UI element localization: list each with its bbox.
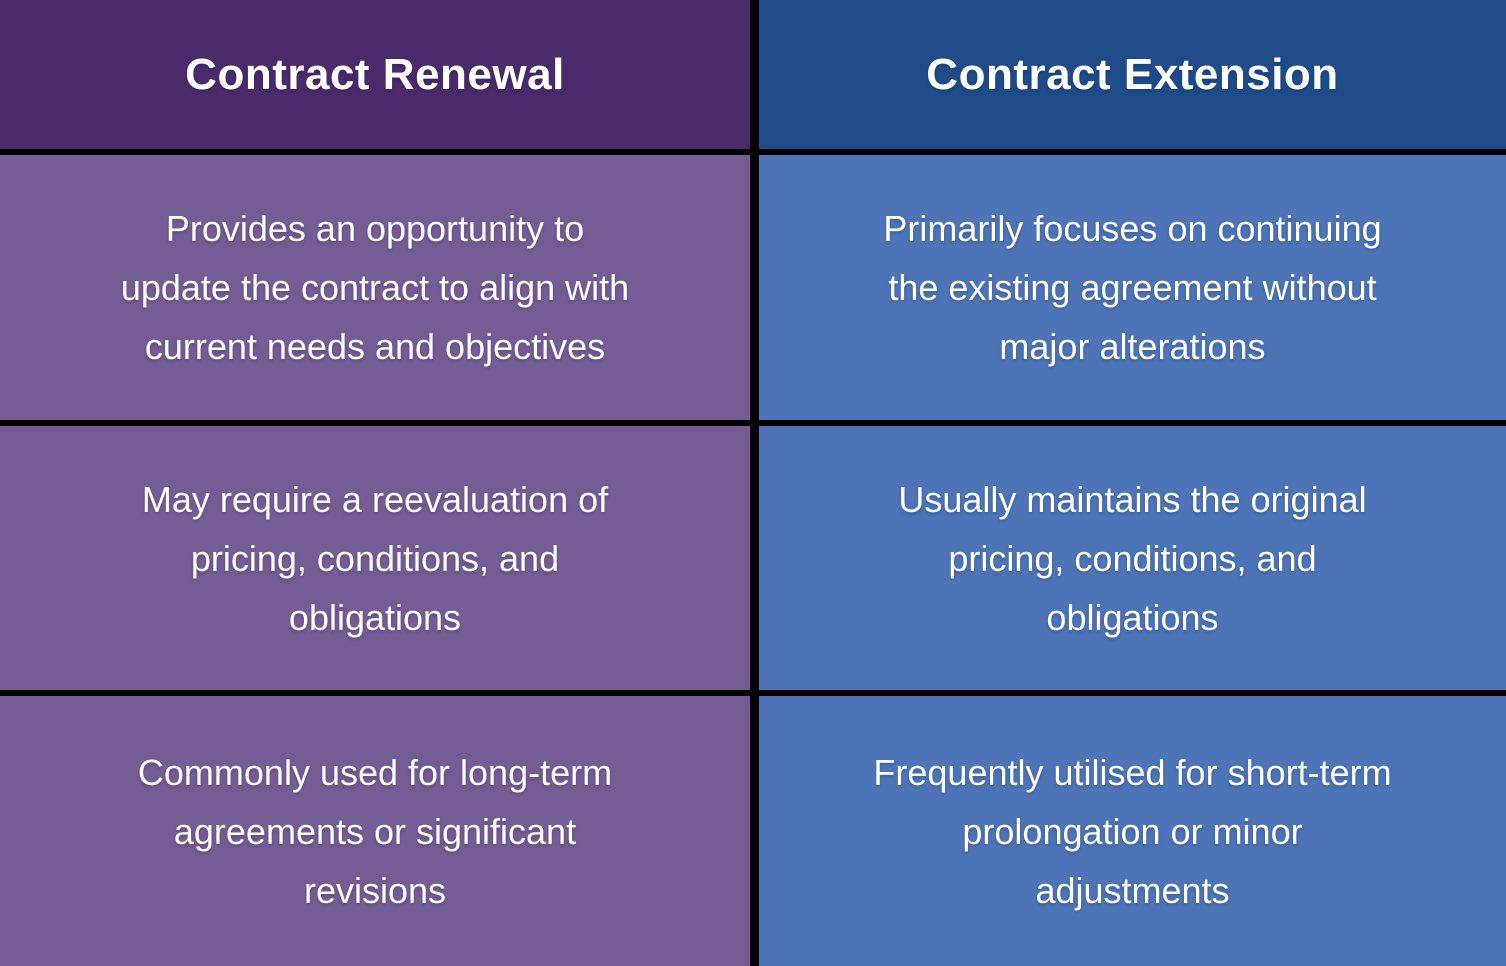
header-cell-contract-extension: Contract Extension: [759, 0, 1506, 149]
body-cell-extension-row-2: Usually maintains the original pricing, …: [759, 426, 1506, 690]
body-cell-renewal-row-1: Provides an opportunity to update the co…: [0, 155, 750, 420]
header-cell-contract-renewal: Contract Renewal: [0, 0, 750, 149]
body-cell-renewal-row-3: Commonly used for long-term agreements o…: [0, 696, 750, 966]
body-cell-renewal-row-2: May require a reevaluation of pricing, c…: [0, 426, 750, 690]
body-cell-extension-row-3: Frequently utilised for short-term prolo…: [759, 696, 1506, 966]
body-cell-extension-row-1: Primarily focuses on continuing the exis…: [759, 155, 1506, 420]
